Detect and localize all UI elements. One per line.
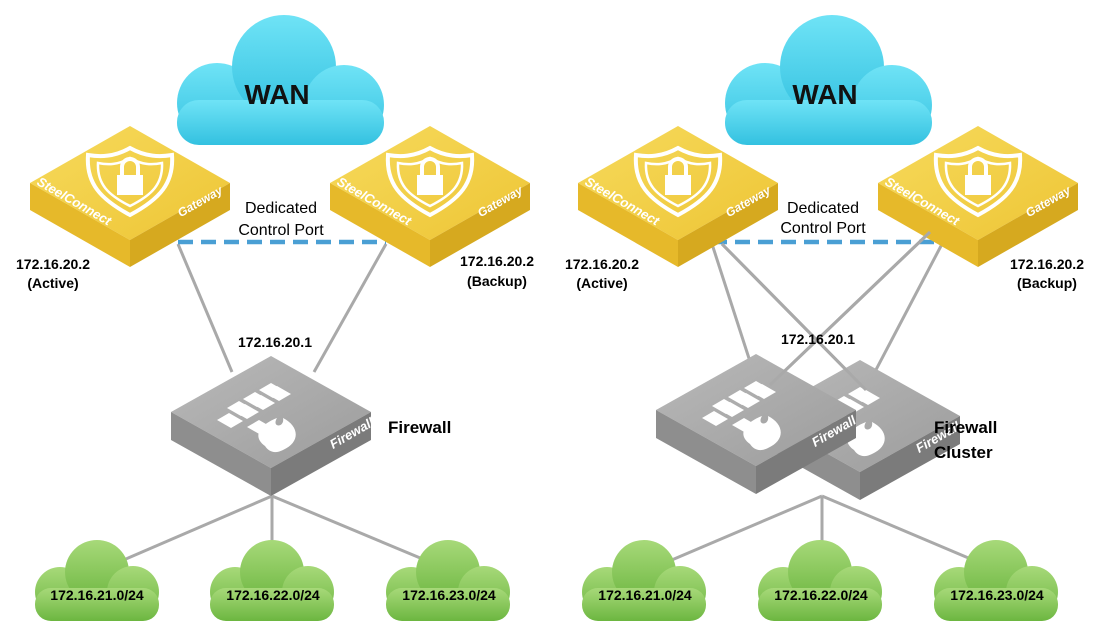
link-over-cluster-b — [720, 242, 868, 392]
link-backup-firewall-b — [866, 243, 944, 386]
gateway-active: SteelConnect Gateway — [28, 124, 232, 269]
control-port-label-line1: Dedicated — [787, 200, 859, 217]
subnet-label-2: 172.16.22.0/24 — [226, 587, 320, 603]
wan-label: WAN — [244, 79, 309, 110]
gateway-active: SteelConnect Gateway — [576, 124, 780, 269]
control-port-label-line2: Control Port — [238, 222, 324, 239]
firewall-cluster-label-line2: Cluster — [934, 443, 993, 462]
backup-ip: 172.16.20.2 — [460, 253, 534, 269]
link-active-firewall-a — [710, 243, 758, 381]
link-firewall-subnet-3 — [821, 494, 986, 567]
subnet-label-2: 172.16.22.0/24 — [774, 587, 868, 603]
link-backup-firewall — [312, 243, 388, 373]
subnet-cloud-2 — [210, 540, 334, 621]
wan-label: WAN — [792, 79, 857, 110]
firewall-device: Firewall — [171, 356, 377, 496]
backup-role: (Backup) — [467, 273, 527, 289]
link-over-cluster-a — [768, 230, 932, 387]
link-active-firewall — [176, 243, 234, 373]
gateway-backup: SteelConnect Gateway — [876, 124, 1080, 269]
diagram-right: WAN SteelConnect Gateway SteelConnect Ga… — [565, 15, 1084, 621]
diagram-left: WAN SteelConnect Gateway SteelConnect Ga… — [16, 15, 534, 621]
subnet-cloud-2 — [758, 540, 882, 621]
link-firewall-subnet-1 — [659, 494, 823, 567]
firewall-ip: 172.16.20.1 — [781, 331, 855, 347]
firewall-cluster-label-line1: Firewall — [934, 418, 997, 437]
link-firewall-subnet-1 — [111, 494, 273, 567]
active-role: (Active) — [576, 275, 627, 291]
gateway-backup: SteelConnect Gateway — [328, 124, 532, 269]
subnet-label-3: 172.16.23.0/24 — [950, 587, 1044, 603]
control-port-label-line2: Control Port — [780, 220, 866, 237]
firewall-ip: 172.16.20.1 — [238, 334, 312, 350]
backup-ip: 172.16.20.2 — [1010, 256, 1084, 272]
subnet-label-1: 172.16.21.0/24 — [598, 587, 692, 603]
subnet-label-3: 172.16.23.0/24 — [402, 587, 496, 603]
subnet-label-1: 172.16.21.0/24 — [50, 587, 144, 603]
active-ip: 172.16.20.2 — [16, 256, 90, 272]
active-role: (Active) — [27, 275, 78, 291]
active-ip: 172.16.20.2 — [565, 256, 639, 272]
backup-role: (Backup) — [1017, 275, 1077, 291]
control-port-label-line1: Dedicated — [245, 200, 317, 217]
link-firewall-subnet-3 — [271, 494, 438, 567]
firewall-label: Firewall — [388, 418, 451, 437]
